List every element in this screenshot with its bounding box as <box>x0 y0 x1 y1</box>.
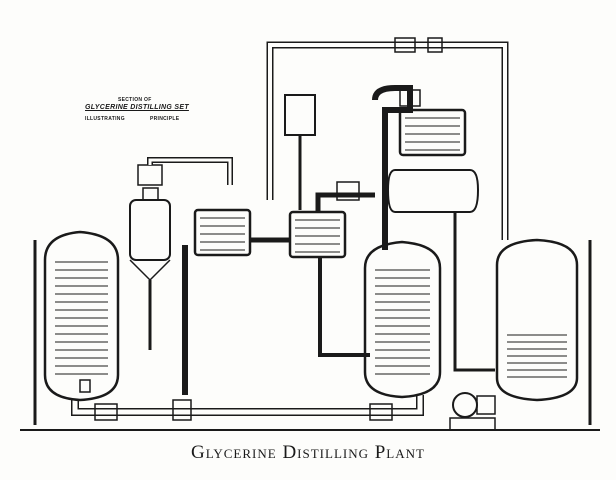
condenser-2 <box>288 181 375 357</box>
receiver-line <box>453 212 495 372</box>
bottom-pipe-outer <box>71 395 424 416</box>
right-storage-tank <box>495 238 579 402</box>
valve-bottom-right <box>369 403 393 421</box>
receiver-horizontal <box>386 169 480 213</box>
catch-all-vessel <box>129 157 233 350</box>
heading-line2: Glycerine Distilling Set <box>85 104 189 111</box>
frame-posts <box>33 240 592 425</box>
overhead-pipe-inner <box>268 43 507 240</box>
valve-top <box>394 37 416 53</box>
valve-bottom-left <box>94 403 118 421</box>
heading-line3a: Illustrating <box>85 116 125 122</box>
heading-line1: Section of <box>118 97 152 103</box>
condenser-1 <box>182 208 290 395</box>
feed-tank <box>284 94 316 136</box>
heading-line3b: Principle <box>150 116 180 122</box>
left-still-tank <box>43 230 120 402</box>
flange-top <box>427 37 443 53</box>
vacuum-pump <box>449 392 496 430</box>
middle-still-tank <box>363 240 442 399</box>
valve-bottom-mid <box>172 399 192 421</box>
column <box>372 85 467 250</box>
bottom-pipe-inner <box>72 395 423 415</box>
figure-caption: Glycerine Distilling Plant <box>191 442 425 463</box>
condenser-3 <box>398 108 467 157</box>
